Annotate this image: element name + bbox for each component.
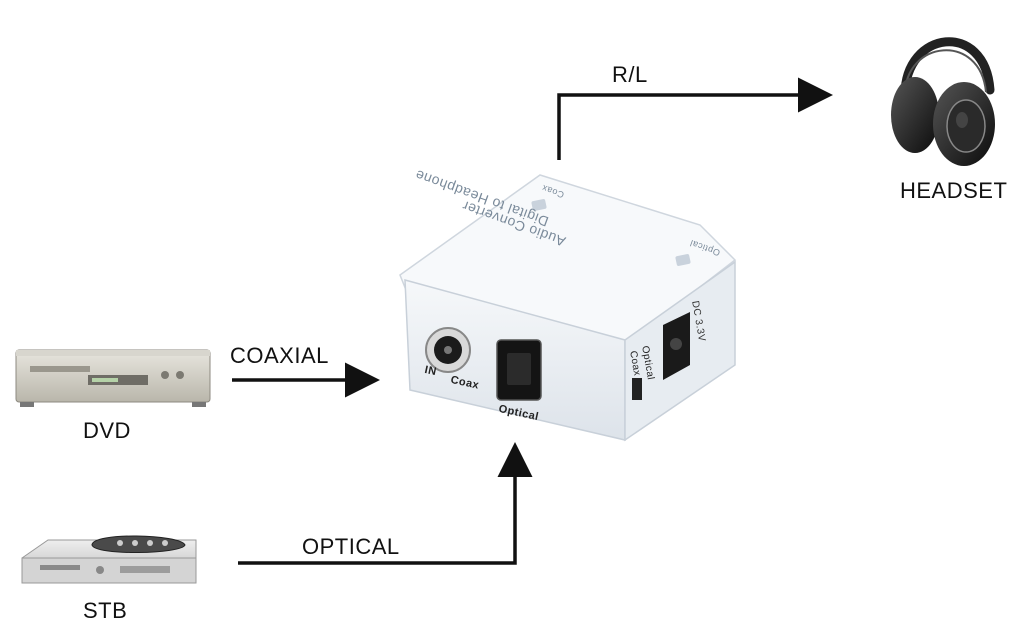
coaxial-label: COAXIAL: [230, 343, 329, 368]
headset-label: HEADSET: [900, 178, 1008, 203]
optical-label: OPTICAL: [302, 534, 400, 559]
optical-led: [675, 254, 691, 266]
optical-connection-line: [238, 442, 533, 565]
input-switch: [632, 378, 642, 400]
rl-label: R/L: [612, 62, 648, 87]
audio-converter-device: [399, 174, 737, 442]
set-top-box-icon: [21, 535, 197, 584]
coax-led: [531, 199, 547, 211]
headphones-icon: [891, 37, 995, 166]
dvd-player-icon: [15, 349, 211, 407]
stb-label: STB: [83, 598, 128, 623]
dvd-label: DVD: [83, 418, 131, 443]
rl-connection-line: [557, 77, 833, 160]
device-in-label: IN: [423, 364, 438, 379]
